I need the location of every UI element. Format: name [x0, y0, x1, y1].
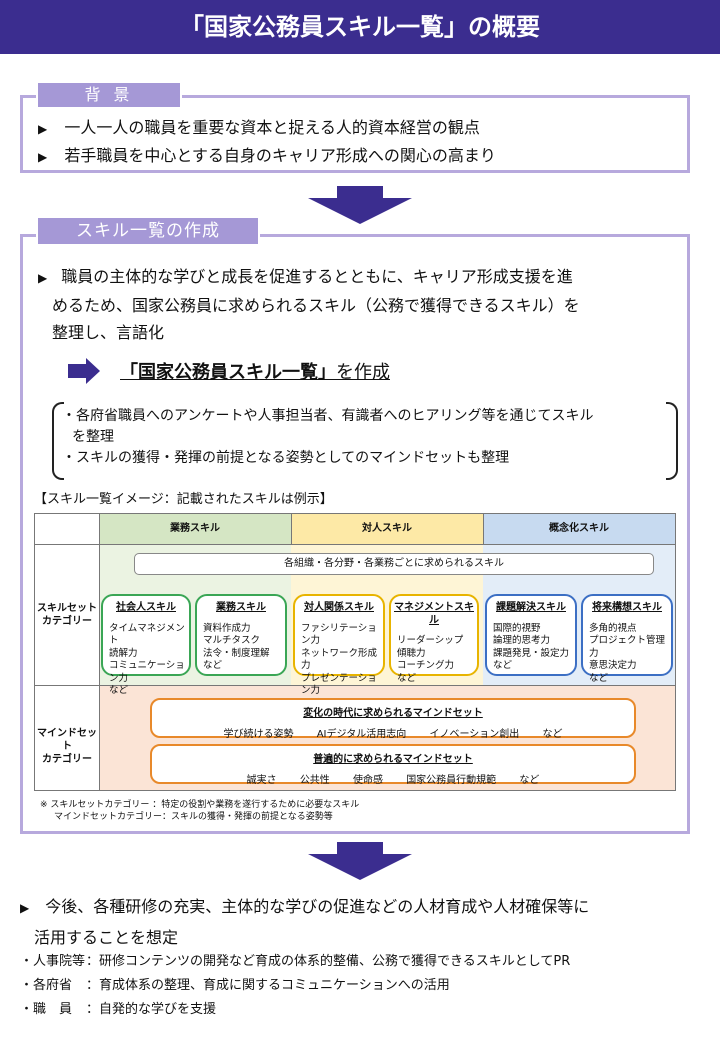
grid-line: [291, 514, 292, 544]
table-header-interpersonal: 対人スキル: [291, 514, 483, 544]
background-label: 背 景: [38, 83, 180, 107]
skill-box-problem-solving: 課題解決スキル 国際的視野 論理的思考力 課題発見・設定力 など: [485, 594, 577, 676]
skill-box-future-vision: 将来構想スキル 多角的視点 プロジェクト管理力 意思決定力 など: [581, 594, 673, 684]
grid-line: [35, 685, 675, 686]
skill-table: [34, 513, 676, 791]
creation-box: [20, 234, 690, 834]
label-line: [182, 95, 690, 98]
skill-box-management: マネジメントスキル リーダーシップ 傾聴力 コーチング力 など: [389, 594, 479, 684]
skill-box-business: 業務スキル 資料作成力 マルチタスク 法令・制度理解 など: [195, 594, 287, 676]
down-arrow-icon: [337, 186, 383, 198]
image-caption: 【スキル一覧イメージ：記載されたスキルは例示】: [34, 492, 333, 507]
grid-line: [35, 544, 675, 545]
triangle-bullet-icon: ▶: [38, 150, 48, 164]
right-arrow-icon: [86, 358, 100, 384]
table-header-conceptual: 概念化スキル: [483, 514, 675, 544]
label-line: [260, 234, 690, 237]
future-item: ・各府省：育成体系の整理、育成に関するコミュニケーションへの活用: [20, 978, 450, 993]
background-box: [20, 95, 690, 173]
creation-label: スキル一覧の作成: [38, 218, 258, 244]
right-bracket: [666, 402, 678, 480]
common-skill-bar: 各組織・各分野・各業務ごとに求められるスキル: [134, 553, 654, 575]
down-arrow-icon: [337, 842, 383, 854]
background-bullet: ▶ 若手職員を中心とする自身のキャリア形成への関心の高まり: [38, 146, 496, 165]
skill-box-relations: 対人関係スキル ファシリテーション力 ネットワーク形成力 プレゼンテーション力 …: [293, 594, 385, 709]
grid-line: [99, 514, 100, 790]
creation-bullet: ▶職員の主体的な学びと成長を促進するとともに、キャリア形成支援を進 めるため、国…: [38, 267, 580, 342]
table-footnote: ※ スキルセットカテゴリー ：特定の役割や業務を遂行するために必要なスキル マイ…: [40, 800, 360, 822]
down-arrow-icon: [308, 854, 412, 880]
future-item: ・人事院等：研修コンテンツの開発など育成の体系的整備、公務で獲得できるスキルとし…: [20, 954, 571, 969]
future-items: ・人事院等：研修コンテンツの開発など育成の体系的整備、公務で獲得できるスキルとし…: [20, 950, 710, 1022]
right-arrow-icon: [68, 364, 86, 378]
result-line: 「国家公務員スキル一覧」を作成: [120, 362, 390, 383]
triangle-bullet-icon: ▶: [38, 271, 48, 285]
label-line: [20, 234, 36, 237]
table-header-business: 業務スキル: [99, 514, 291, 544]
future-bullet: ▶今後、各種研修の充実、主体的な学びの促進などの人材育成や人材確保等に 活用する…: [20, 897, 590, 947]
row-label-skillset: スキルセット カテゴリー: [37, 603, 97, 627]
skill-box-social: 社会人スキル タイムマネジメント 読解力 コミュニケーション力 など: [101, 594, 191, 696]
mindset-box-changing-era: 変化の時代に求められるマインドセット 学び続ける姿勢 AIデジタル活用志向 イノ…: [150, 698, 636, 740]
grid-line: [483, 514, 484, 544]
row-label-mindset: マインドセット カテゴリー: [37, 728, 97, 765]
mindset-box-universal: 普遍的に求められるマインドセット 誠実さ 公共性 使命感 国家公務員行動規範 な…: [150, 744, 636, 786]
background-bullet: ▶ 一人一人の職員を重要な資本と捉える人的資本経営の観点: [38, 118, 480, 137]
triangle-bullet-icon: ▶: [20, 901, 30, 915]
notes: ・各府省職員へのアンケートや人事担当者、有識者へのヒアリング等を通じてスキル を…: [62, 408, 594, 466]
left-bracket: [52, 402, 64, 480]
future-item: ・職 員：自発的な学びを支援: [20, 1002, 217, 1017]
down-arrow-icon: [308, 198, 412, 224]
page-title: 「国家公務員スキル一覧」の概要: [0, 0, 720, 54]
triangle-bullet-icon: ▶: [38, 122, 48, 136]
label-line: [20, 95, 36, 98]
